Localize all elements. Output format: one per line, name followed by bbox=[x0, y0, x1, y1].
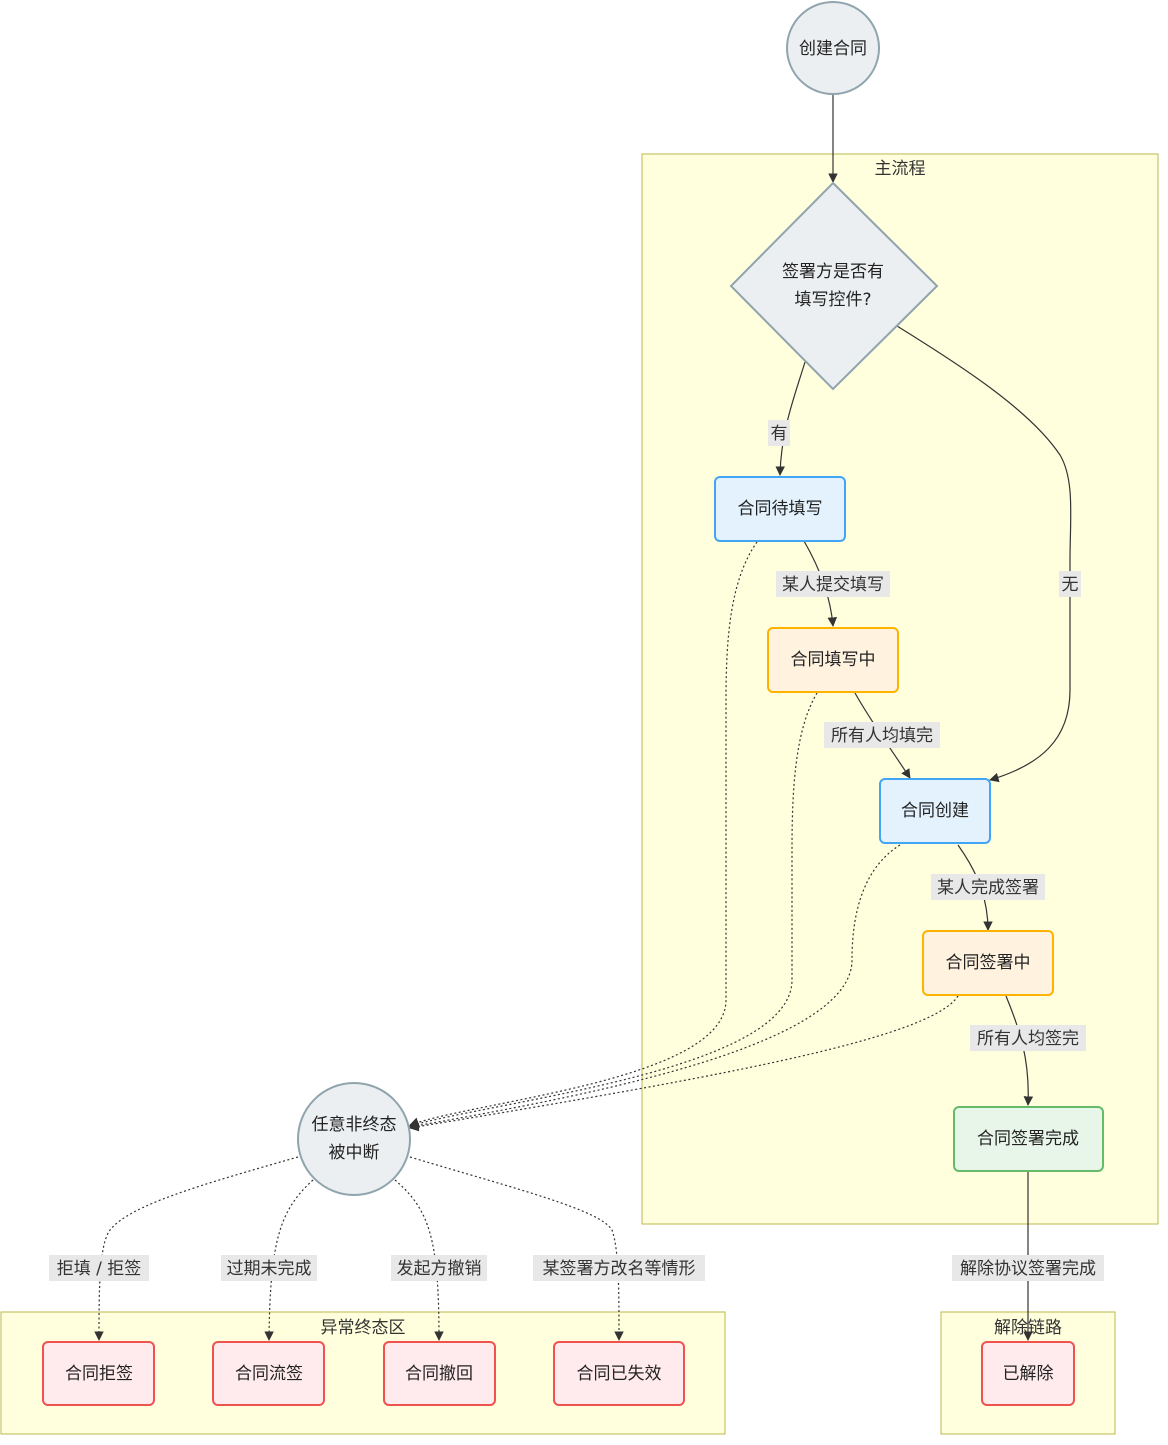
node-interrupt-label-line1: 任意非终态 bbox=[312, 1115, 397, 1135]
edge-label-someone-submits: 某人提交填写 bbox=[776, 571, 890, 597]
edge-label-expire-text: 过期未完成 bbox=[227, 1259, 312, 1279]
node-rejected[interactable]: 合同拒签 bbox=[42, 1341, 155, 1406]
node-filling-label: 合同填写中 bbox=[791, 650, 876, 670]
node-invalid[interactable]: 合同已失效 bbox=[553, 1341, 685, 1406]
node-signing-label: 合同签署中 bbox=[946, 953, 1031, 973]
node-cancelled-label: 已解除 bbox=[1003, 1364, 1054, 1384]
node-decision[interactable]: 签署方是否有 填写控件? bbox=[729, 181, 939, 391]
node-invalid-label: 合同已失效 bbox=[577, 1364, 662, 1384]
edge-signing-to-interrupt bbox=[409, 995, 959, 1132]
node-sign-complete[interactable]: 合同签署完成 bbox=[953, 1106, 1104, 1172]
node-expired[interactable]: 合同流签 bbox=[212, 1341, 325, 1406]
edge-label-rename-text: 某签署方改名等情形 bbox=[543, 1259, 696, 1279]
edge-label-someone-signs: 某人完成签署 bbox=[931, 874, 1045, 900]
node-filling[interactable]: 合同填写中 bbox=[767, 627, 899, 693]
edge-label-all-filled: 所有人均填完 bbox=[824, 722, 940, 748]
node-withdrawn-label: 合同撤回 bbox=[405, 1364, 473, 1384]
edge-created-to-interrupt bbox=[409, 844, 901, 1131]
node-contract-created-label: 合同创建 bbox=[901, 801, 969, 821]
node-contract-created[interactable]: 合同创建 bbox=[879, 778, 991, 844]
edge-label-all-filled-text: 所有人均填完 bbox=[831, 726, 933, 746]
edge-label-someone-submits-text: 某人提交填写 bbox=[782, 575, 884, 595]
edge-label-no-text: 无 bbox=[1062, 575, 1079, 595]
edge-filling-to-interrupt bbox=[409, 692, 818, 1129]
node-cancelled[interactable]: 已解除 bbox=[981, 1341, 1075, 1406]
edge-interrupt-to-withdrawn bbox=[394, 1179, 444, 1341]
node-withdrawn[interactable]: 合同撤回 bbox=[383, 1341, 496, 1406]
node-decision-label-line2: 填写控件? bbox=[794, 290, 871, 310]
node-interrupt-label-line2: 被中断 bbox=[329, 1143, 380, 1163]
node-signing[interactable]: 合同签署中 bbox=[922, 930, 1054, 996]
edge-label-yes: 有 bbox=[768, 420, 790, 446]
edge-label-someone-signs-text: 某人完成签署 bbox=[937, 878, 1039, 898]
node-decision-label-line1: 签署方是否有 bbox=[782, 262, 884, 282]
cluster-main-flow-title: 主流程 bbox=[875, 159, 926, 179]
node-interrupt[interactable]: 任意非终态 被中断 bbox=[297, 1082, 411, 1196]
edge-interrupt-to-expired bbox=[264, 1179, 314, 1341]
node-pending-fill-label: 合同待填写 bbox=[738, 499, 823, 519]
edge-label-cancel-signed-text: 解除协议签署完成 bbox=[960, 1259, 1096, 1279]
edge-label-reject-text: 拒填 / 拒签 bbox=[57, 1259, 142, 1279]
node-rejected-label: 合同拒签 bbox=[65, 1364, 133, 1384]
edge-pending-fill-to-interrupt bbox=[409, 541, 758, 1127]
edge-label-yes-text: 有 bbox=[771, 424, 788, 444]
edge-label-no: 无 bbox=[1059, 571, 1081, 597]
edge-label-cancel-signed: 解除协议签署完成 bbox=[952, 1255, 1104, 1281]
edge-label-withdraw-text: 发起方撤销 bbox=[397, 1259, 482, 1279]
edge-label-all-signed: 所有人均签完 bbox=[970, 1025, 1086, 1051]
node-create-contract[interactable]: 创建合同 bbox=[786, 1, 880, 95]
edge-label-reject: 拒填 / 拒签 bbox=[49, 1255, 149, 1281]
edge-label-withdraw: 发起方撤销 bbox=[391, 1255, 487, 1281]
edge-label-expire: 过期未完成 bbox=[221, 1255, 317, 1281]
edge-label-all-signed-text: 所有人均签完 bbox=[977, 1029, 1079, 1049]
node-sign-complete-label: 合同签署完成 bbox=[977, 1129, 1079, 1149]
node-pending-fill[interactable]: 合同待填写 bbox=[714, 476, 846, 542]
node-expired-label: 合同流签 bbox=[235, 1364, 303, 1384]
cluster-exception-area-title: 异常终态区 bbox=[321, 1318, 406, 1338]
node-create-contract-label: 创建合同 bbox=[799, 39, 867, 59]
edge-label-rename: 某签署方改名等情形 bbox=[533, 1255, 705, 1281]
edge-decision-to-pending-fill bbox=[775, 361, 806, 476]
edge-decision-to-created bbox=[896, 325, 1072, 783]
